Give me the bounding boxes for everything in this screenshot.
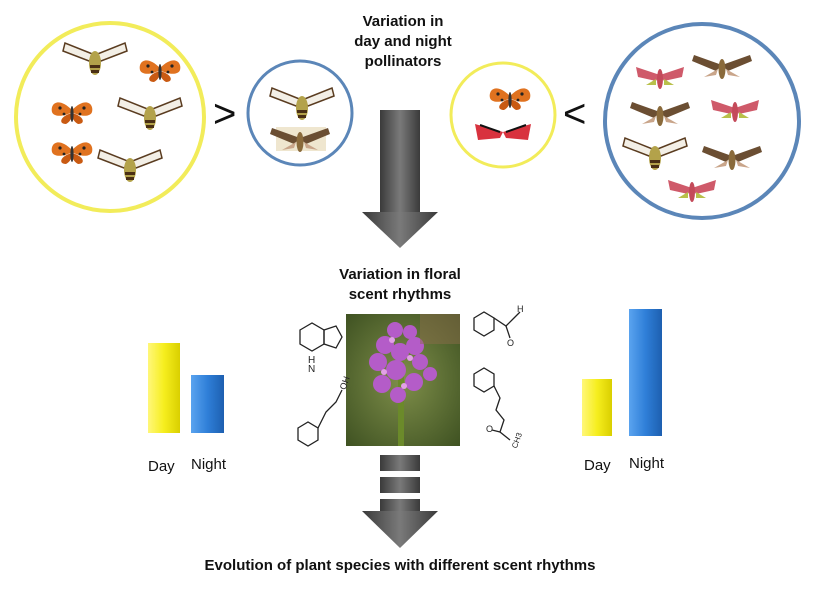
phenylacetaldehyde-molecule [473,311,521,339]
scent-title-line1: Variation in floral [339,266,461,283]
left-night-label: Night [191,456,227,473]
day-pollinators-small-circle [449,61,557,169]
chart-right-scent-bars [582,309,662,436]
orchid-photo [346,314,460,446]
indole-molecule [299,322,343,352]
phenylethanol-molecule [297,389,343,447]
less-than-symbol: < [563,92,587,136]
pollinator-title-line1: Variation in [362,13,444,30]
bar-right-night [629,309,662,436]
right-night-label: Night [629,455,665,472]
indole-n-label: N [308,364,316,375]
night-pollinators-small-circle [246,59,354,167]
pollinator-title: Variation in day and night pollinators [318,12,488,72]
pollinator-title-line3: pollinators [364,53,442,70]
downward-arrow-bottom [362,455,438,548]
phenylethyl-acetate-molecule [473,367,511,441]
aldehyde-o-label: O [507,338,515,348]
pollinator-title-line2: day and night [354,33,452,50]
scent-title-line2: scent rhythms [348,286,452,303]
indole-h-label: H [308,355,316,366]
downward-arrow-top [362,110,438,248]
acetate-o-label: O [486,424,494,434]
night-pollinators-circle [603,22,801,220]
right-day-label: Day [584,457,611,474]
aldehyde-h-label: H [517,304,524,314]
bar-left-day [148,343,180,433]
bar-left-night [191,375,224,433]
left-day-label: Day [148,458,175,475]
scent-title: Variation in floral scent rhythms [300,265,500,305]
bar-right-day [582,379,612,436]
footer-caption: Evolution of plant species with differen… [204,557,596,574]
chart-left-scent-bars [148,343,224,433]
day-pollinators-circle [14,21,206,213]
greater-than-symbol: > [213,92,237,136]
